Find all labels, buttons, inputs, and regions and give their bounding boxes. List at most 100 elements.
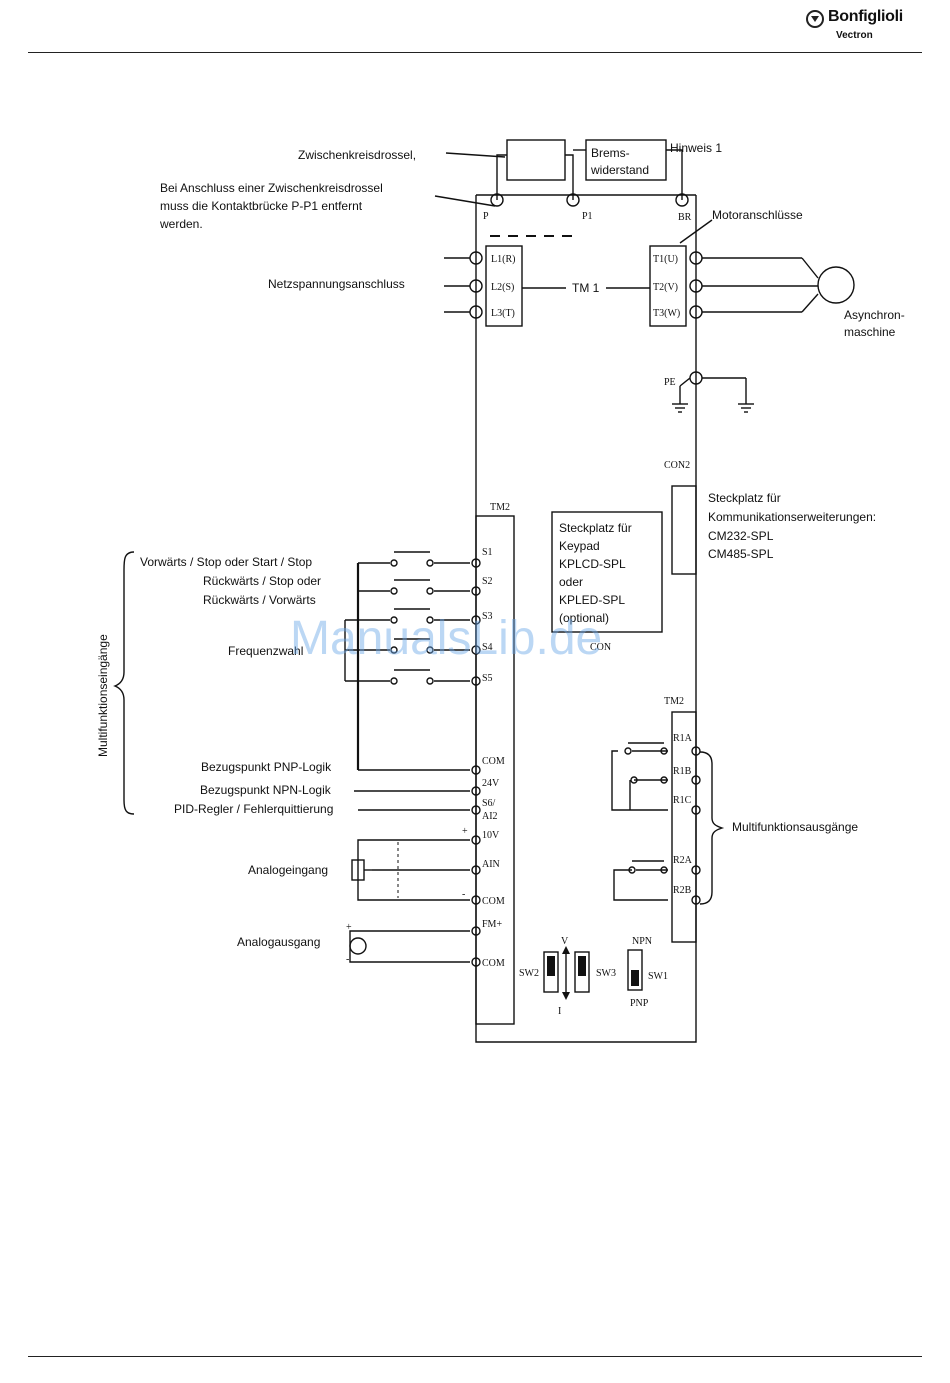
tm2-top-label: TM2	[490, 502, 510, 513]
bonfiglioli-logo: Bonfiglioli Vectron	[806, 8, 926, 44]
terminal-10v	[471, 835, 481, 845]
terminal-s1	[471, 558, 481, 568]
tm2-control-strip	[475, 515, 515, 1025]
sw-i-label: I	[558, 1006, 561, 1017]
terminal-l1-label: L1(R)	[491, 254, 515, 265]
terminal-com1-label: COM	[482, 756, 505, 767]
terminal-s6-label-line2: AI2	[482, 811, 498, 822]
terminal-r2b	[691, 895, 701, 905]
terminal-com2	[471, 895, 481, 905]
terminal-t1	[689, 251, 703, 265]
hint-label: Hinweis 1	[670, 141, 722, 155]
keypad-line2: Keypad	[559, 539, 600, 553]
terminal-r1a	[691, 746, 701, 756]
con-label: CON	[590, 642, 611, 653]
terminal-r2a-label: R2A	[673, 855, 693, 866]
terminal-t3	[689, 305, 703, 319]
terminal-24v-label: 24V	[482, 778, 500, 789]
terminal-t3-label: T3(W)	[653, 308, 680, 319]
terminal-r1a-label: R1A	[673, 733, 693, 744]
tm2-relay-strip	[671, 711, 697, 943]
tm1-mains-block	[444, 245, 687, 327]
terminal-com3	[471, 957, 481, 967]
logo-mark-icon	[806, 10, 824, 28]
terminal-pe-label: PE	[664, 377, 676, 388]
terminal-t2	[689, 279, 703, 293]
con2-label: CON2	[664, 460, 690, 471]
aout-minus-label: -	[346, 954, 349, 965]
choke-note-line3: werden.	[159, 217, 203, 231]
terminal-s6-label-line1: S6/	[482, 798, 496, 809]
terminal-t2-label: T2(V)	[653, 282, 678, 293]
rev-label-line2: Rückwärts / Vorwärts	[203, 593, 316, 607]
motor-terminals-label: Motoranschlüsse	[712, 208, 803, 222]
footer-divider	[28, 1356, 922, 1357]
sw2-label: SW2	[519, 968, 539, 979]
terminal-r2b-label: R2B	[673, 885, 692, 896]
terminal-l3-label: L3(T)	[491, 308, 515, 319]
pnp-label: PNP	[630, 998, 649, 1009]
keypad-line6: (optional)	[559, 611, 609, 625]
terminal-ain	[471, 865, 481, 875]
keypad-slot	[551, 511, 663, 633]
ain-minus-label: -	[462, 889, 465, 900]
terminal-com3-label: COM	[482, 958, 505, 969]
terminal-l1	[469, 251, 483, 265]
terminal-s1-label: S1	[482, 547, 493, 558]
brake-label-line1: Brems-	[591, 146, 630, 160]
motor-label-line2: maschine	[844, 325, 896, 339]
terminal-s6-ai2	[471, 805, 481, 815]
keypad-line3: KPLCD-SPL	[559, 557, 626, 571]
freq-label: Frequenzwahl	[228, 644, 303, 658]
keypad-line1: Steckplatz für	[559, 521, 632, 535]
sw1-label: SW1	[648, 971, 668, 982]
multi-out-label: Multifunktionsausgänge	[732, 820, 858, 834]
terminal-pe	[689, 371, 703, 385]
terminal-p1	[566, 193, 580, 207]
pnp-ref-label: Bezugspunkt PNP-Logik	[201, 760, 332, 774]
npn-label: NPN	[632, 936, 652, 947]
mains-label: Netzspannungsanschluss	[268, 277, 405, 291]
terminal-fm	[471, 926, 481, 936]
comm-slot-line1: Steckplatz für	[708, 491, 781, 505]
terminal-s2	[471, 586, 481, 596]
terminal-s5-label: S5	[482, 673, 493, 684]
tm1-label: TM 1	[572, 281, 600, 295]
terminal-p1-label: P1	[582, 211, 593, 222]
watermark: ManualsLib.de	[290, 612, 602, 665]
npn-ref-label: Bezugspunkt NPN-Logik	[200, 783, 332, 797]
analog-output-wiring	[349, 930, 470, 963]
terminal-com2-label: COM	[482, 896, 505, 907]
sw-v-label: V	[561, 936, 569, 947]
brake-label-line2: widerstand	[590, 163, 649, 177]
terminal-l2	[469, 279, 483, 293]
relay-wiring	[611, 742, 668, 901]
terminal-24v	[471, 786, 481, 796]
comm-slot-line2: Kommunikationserweiterungen:	[708, 510, 876, 524]
brand-subname: Vectron	[836, 30, 873, 41]
terminal-br-label: BR	[678, 212, 692, 223]
motor-wiring	[679, 219, 855, 313]
dip-switches	[543, 946, 643, 1000]
keypad-line4: oder	[559, 575, 583, 589]
tm2-relay-label: TM2	[664, 696, 684, 707]
digital-input-wiring	[344, 551, 470, 771]
terminal-p	[490, 193, 504, 207]
multi-output-brace	[699, 751, 725, 905]
keypad-line5: KPLED-SPL	[559, 593, 625, 607]
sw3-label: SW3	[596, 968, 616, 979]
choke-note-line1: Bei Anschluss einer Zwischenkreisdrossel	[160, 181, 383, 195]
terminal-ain-label: AIN	[482, 859, 500, 870]
terminal-l3	[469, 305, 483, 319]
header-divider	[28, 52, 922, 53]
terminal-s5	[471, 676, 481, 686]
ain-plus-label: +	[462, 826, 468, 837]
earth-wiring	[672, 377, 754, 413]
terminal-r1c-label: R1C	[673, 795, 692, 806]
con2-slot	[671, 485, 697, 575]
analog-input-wiring	[351, 839, 470, 901]
terminal-s3-label: S3	[482, 611, 493, 622]
terminal-r1b	[691, 775, 701, 785]
terminal-r1c	[691, 805, 701, 815]
terminal-com1	[471, 765, 481, 775]
